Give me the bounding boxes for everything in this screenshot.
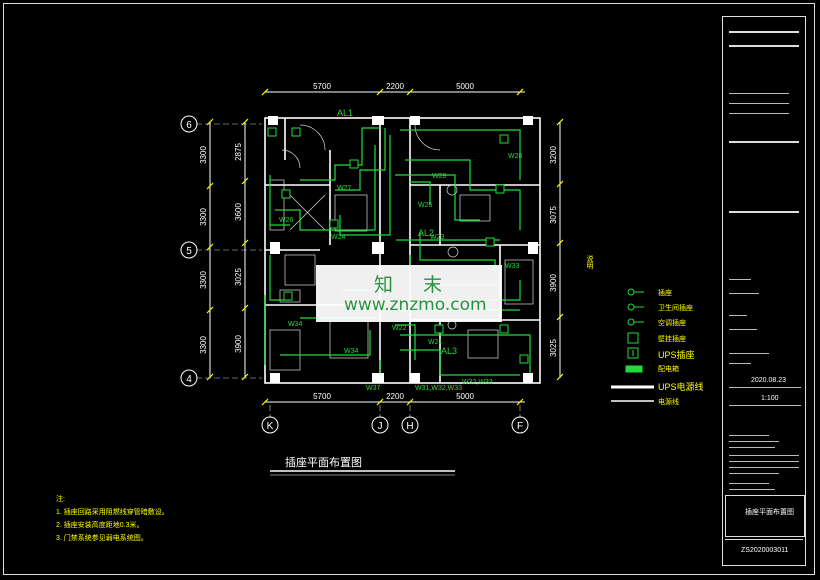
grid-col-label: J (378, 421, 383, 432)
legend-label: 卫生间插座 (658, 305, 693, 312)
dim-top: 5000 (456, 82, 474, 91)
socket-symbols (267, 127, 529, 364)
dim-right: 3025 (549, 339, 558, 357)
grid-col-label: K (267, 421, 274, 432)
note-line: 3. 门禁系统参见弱电系统图。 (56, 535, 148, 542)
panel-label: AL3 (441, 346, 457, 356)
dim-left-inner: 3025 (234, 268, 243, 286)
dim-left-outer: 3300 (199, 146, 208, 164)
notes: 注: 1. 插座回路采用阻燃线穿管暗敷设。 2. 插座安装高度距地0.3米。 3… (56, 494, 169, 543)
grid-row-label: 6 (186, 120, 192, 131)
circuit-tag: W29 (432, 173, 447, 180)
circuit-tag: W23 (430, 234, 445, 241)
legend: 插座 卫生间插座 空调插座 壁挂插座 UPS插座 配电箱 UPS电源线 电源线 (606, 282, 716, 412)
dim-left-inner: 3900 (234, 335, 243, 353)
legend-symbols (611, 288, 654, 402)
circuit-tag: W34 (288, 321, 303, 328)
panel-boxes (268, 116, 538, 383)
dim-top: 5700 (313, 82, 331, 91)
circuit-tag: W21 (428, 339, 443, 346)
note-line: 2. 插座安装高度距地0.3米。 (56, 522, 144, 529)
dim-left-outer: 3300 (199, 336, 208, 354)
grid-axes (196, 123, 521, 418)
dim-left-inner: 3600 (234, 203, 243, 221)
title-block-date: 2020.08.23 (751, 377, 787, 384)
dim-top: 2200 (386, 82, 404, 91)
title-block-scale: 1:100 (761, 395, 779, 402)
dim-bottom: 2200 (386, 392, 404, 401)
grid-row-label: 4 (186, 374, 192, 385)
dim-left-outer: 3300 (199, 271, 208, 289)
title-block-drawing-name: 插座平面布置图 (745, 509, 794, 516)
legend-label: UPS电源线 (658, 382, 704, 392)
title-block: 2020.08.23 1:100 插座平面布置图 ZS2020003011 (722, 16, 806, 566)
legend-label: UPS插座 (658, 350, 695, 360)
legend-label: 插座 (658, 290, 672, 297)
circuit-tag: W34 (344, 348, 359, 355)
grid-col-label: F (517, 421, 523, 432)
dimension-ticks (206, 88, 564, 406)
legend-label: 配电箱 (658, 366, 679, 373)
watermark-name: 知 末 (374, 274, 455, 296)
wiring (264, 127, 531, 378)
circuit-tag: W27 (337, 185, 352, 192)
panel-label: AL1 (337, 108, 353, 118)
circuit-tag: W31,W32,W33 (415, 385, 462, 392)
walls (264, 117, 541, 384)
circuit-tag: W26 (279, 217, 294, 224)
legend-label: 壁挂插座 (658, 336, 686, 343)
drawing-title: 插座平面布置图 (285, 455, 362, 469)
notes-heading: 注: (56, 496, 65, 503)
title-block-drawing-number: ZS2020003011 (741, 547, 789, 554)
panel-label: AL2 (418, 228, 434, 238)
fixtures (269, 124, 534, 371)
drawing-frame (3, 3, 815, 575)
dim-left-inner: 2875 (234, 143, 243, 161)
circuit-tag: W32,W33 (462, 379, 493, 386)
legend-label: 空调插座 (658, 320, 686, 327)
circuit-tag: W25 (418, 202, 433, 209)
dim-right: 3900 (549, 274, 558, 292)
dim-bottom: 5000 (456, 392, 474, 401)
grid-bubbles (180, 115, 529, 434)
dim-left-outer: 3300 (199, 208, 208, 226)
legend-label: 电源线 (658, 399, 679, 406)
dim-right: 3075 (549, 206, 558, 224)
floor-plan: 6 5 4 K J H F 5700 2200 5000 5700 2200 5… (180, 82, 564, 476)
circuit-tag: W33 (505, 263, 520, 270)
circuit-tag: W28 (508, 153, 523, 160)
note-line: 1. 插座回路采用阻燃线穿管暗敷设。 (56, 509, 169, 516)
watermark-url: www.znzmo.com (344, 295, 487, 315)
circuit-tag: W22 (392, 325, 407, 332)
grid-row-label: 5 (186, 246, 192, 257)
dim-right: 3200 (549, 146, 558, 164)
vertical-note: 说明 (586, 255, 593, 269)
circuit-tag: W37 (366, 385, 381, 392)
watermark-stamp: 知 末 www.znzmo.com (316, 265, 502, 322)
circuit-tag: W24 (331, 234, 346, 241)
grid-col-label: H (406, 421, 413, 432)
dim-bottom: 5700 (313, 392, 331, 401)
